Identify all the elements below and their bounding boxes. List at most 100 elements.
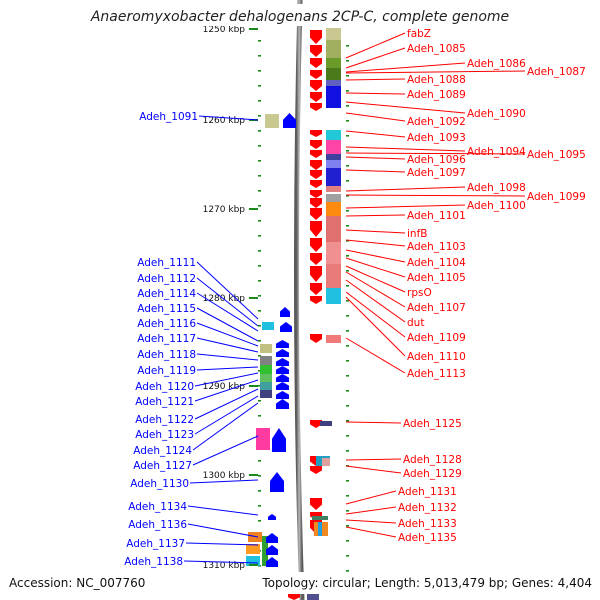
right-gene-label[interactable]: Adeh_1092 <box>407 116 466 128</box>
ruler-dash-right <box>346 390 349 392</box>
right-gene-label[interactable]: Adeh_1099 <box>527 191 586 203</box>
right-gene-label[interactable]: Adeh_1129 <box>403 468 462 480</box>
left-gene-label[interactable]: Adeh_1115 <box>137 303 196 315</box>
right-gene-label[interactable]: Adeh_1087 <box>527 66 586 78</box>
left-gene-label[interactable]: Adeh_1120 <box>135 381 194 393</box>
gene-feature <box>326 68 341 80</box>
right-label-connector <box>345 169 406 173</box>
right-gene-label[interactable]: Adeh_1101 <box>407 210 466 222</box>
left-label-connector <box>196 337 259 353</box>
ruler-dash-right <box>346 375 349 377</box>
gene-feature <box>262 536 268 566</box>
left-gene-label[interactable]: Adeh_1118 <box>137 349 196 361</box>
right-gene-label[interactable]: fabZ <box>407 28 431 40</box>
gene-feature <box>326 130 341 140</box>
right-label-connector <box>345 271 406 308</box>
right-label-connector <box>345 130 406 138</box>
ruler-dash-right <box>346 360 349 362</box>
left-gene-label[interactable]: Adeh_1137 <box>126 538 185 550</box>
right-label-connector <box>345 101 466 114</box>
left-gene-label[interactable]: Adeh_1112 <box>137 273 196 285</box>
reverse-gene-arrow <box>268 514 276 520</box>
right-label-connector <box>345 32 406 59</box>
ruler-dash-left <box>258 325 261 327</box>
right-gene-label[interactable]: Adeh_1125 <box>403 418 462 430</box>
right-gene-label[interactable]: infB <box>407 228 427 240</box>
right-gene-label[interactable]: rpsO <box>407 287 432 299</box>
ruler-dash-left <box>258 385 261 387</box>
right-gene-label[interactable]: Adeh_1095 <box>527 149 586 161</box>
scale-tick-mark <box>249 28 258 30</box>
right-gene-label[interactable]: Adeh_1131 <box>398 486 457 498</box>
left-gene-label[interactable]: Adeh_1124 <box>133 445 192 457</box>
left-gene-label[interactable]: Adeh_1119 <box>137 365 196 377</box>
gene-feature <box>326 202 341 216</box>
left-gene-label[interactable]: Adeh_1138 <box>124 556 183 568</box>
gene-tracks <box>246 28 341 600</box>
left-gene-label[interactable]: Adeh_1121 <box>135 396 194 408</box>
ruler-dash-left <box>258 520 261 522</box>
gene-feature <box>307 594 319 600</box>
ruler-dash-left <box>258 280 261 282</box>
scale-tick-mark <box>249 564 258 566</box>
gene-feature <box>260 382 272 390</box>
forward-gene-arrow <box>310 70 322 79</box>
right-gene-label[interactable]: Adeh_1132 <box>398 502 457 514</box>
gene-feature <box>326 242 341 264</box>
ruler-dash-left <box>258 505 261 507</box>
right-gene-label[interactable]: Adeh_1133 <box>398 518 457 530</box>
ruler-dash-right <box>346 315 349 317</box>
ruler-dash-right <box>346 165 349 167</box>
gene-feature <box>260 356 272 366</box>
left-label-connector <box>196 292 259 332</box>
ruler-dash-left <box>258 220 261 222</box>
left-label-connector <box>194 379 259 402</box>
right-gene-label[interactable]: Adeh_1094 <box>467 146 526 158</box>
right-label-connector <box>345 78 406 81</box>
right-gene-label[interactable]: Adeh_1098 <box>467 182 526 194</box>
ruler-dash-right <box>346 510 349 512</box>
left-gene-label[interactable]: Adeh_1122 <box>135 414 194 426</box>
right-gene-label[interactable]: Adeh_1096 <box>407 154 466 166</box>
left-gene-label[interactable]: Adeh_1123 <box>135 429 194 441</box>
right-gene-label[interactable]: Adeh_1086 <box>467 58 526 70</box>
right-gene-label[interactable]: dut <box>407 317 424 329</box>
left-gene-label[interactable]: Adeh_1127 <box>133 460 192 472</box>
right-gene-label[interactable]: Adeh_1135 <box>398 532 457 544</box>
right-gene-label[interactable]: Adeh_1103 <box>407 241 466 253</box>
right-gene-label[interactable]: Adeh_1097 <box>407 167 466 179</box>
right-gene-label[interactable]: Adeh_1088 <box>407 74 466 86</box>
forward-gene-arrow <box>310 221 322 237</box>
right-gene-label[interactable]: Adeh_1113 <box>407 368 466 380</box>
right-gene-label[interactable]: Adeh_1104 <box>407 257 466 269</box>
right-gene-label[interactable]: Adeh_1089 <box>407 89 466 101</box>
left-gene-label[interactable]: Adeh_1134 <box>128 501 187 513</box>
right-label-connector <box>345 490 397 505</box>
right-gene-label[interactable]: Adeh_1105 <box>407 272 466 284</box>
right-gene-label[interactable]: Adeh_1090 <box>467 108 526 120</box>
right-gene-label[interactable]: Adeh_1085 <box>407 43 466 55</box>
forward-gene-arrow <box>310 160 322 170</box>
forward-gene-arrow <box>310 266 322 282</box>
right-gene-label[interactable]: Adeh_1107 <box>407 302 466 314</box>
ruler-dash-right <box>346 180 349 182</box>
gene-feature <box>260 390 272 398</box>
left-gene-label[interactable]: Adeh_1116 <box>137 318 196 330</box>
left-gene-label[interactable]: Adeh_1111 <box>137 257 196 269</box>
left-gene-label[interactable]: Adeh_1136 <box>128 519 187 531</box>
right-gene-label[interactable]: Adeh_1128 <box>403 454 462 466</box>
ruler-dash-left <box>258 415 261 417</box>
gene-feature <box>326 194 341 202</box>
right-gene-label[interactable]: Adeh_1100 <box>467 200 526 212</box>
left-gene-label[interactable]: Adeh_1114 <box>137 288 196 300</box>
gene-feature <box>260 365 272 374</box>
left-gene-label[interactable]: Adeh_1117 <box>137 333 196 345</box>
right-gene-label[interactable]: Adeh_1093 <box>407 132 466 144</box>
left-gene-label[interactable]: Adeh_1130 <box>130 478 189 490</box>
left-gene-label[interactable]: Adeh_1091 <box>139 111 198 123</box>
label-connector-lines <box>183 32 526 564</box>
right-gene-label[interactable]: Adeh_1110 <box>407 351 466 363</box>
right-label-connector <box>345 296 406 357</box>
right-gene-label[interactable]: Adeh_1109 <box>407 332 466 344</box>
ruler-dash-right <box>346 525 349 527</box>
